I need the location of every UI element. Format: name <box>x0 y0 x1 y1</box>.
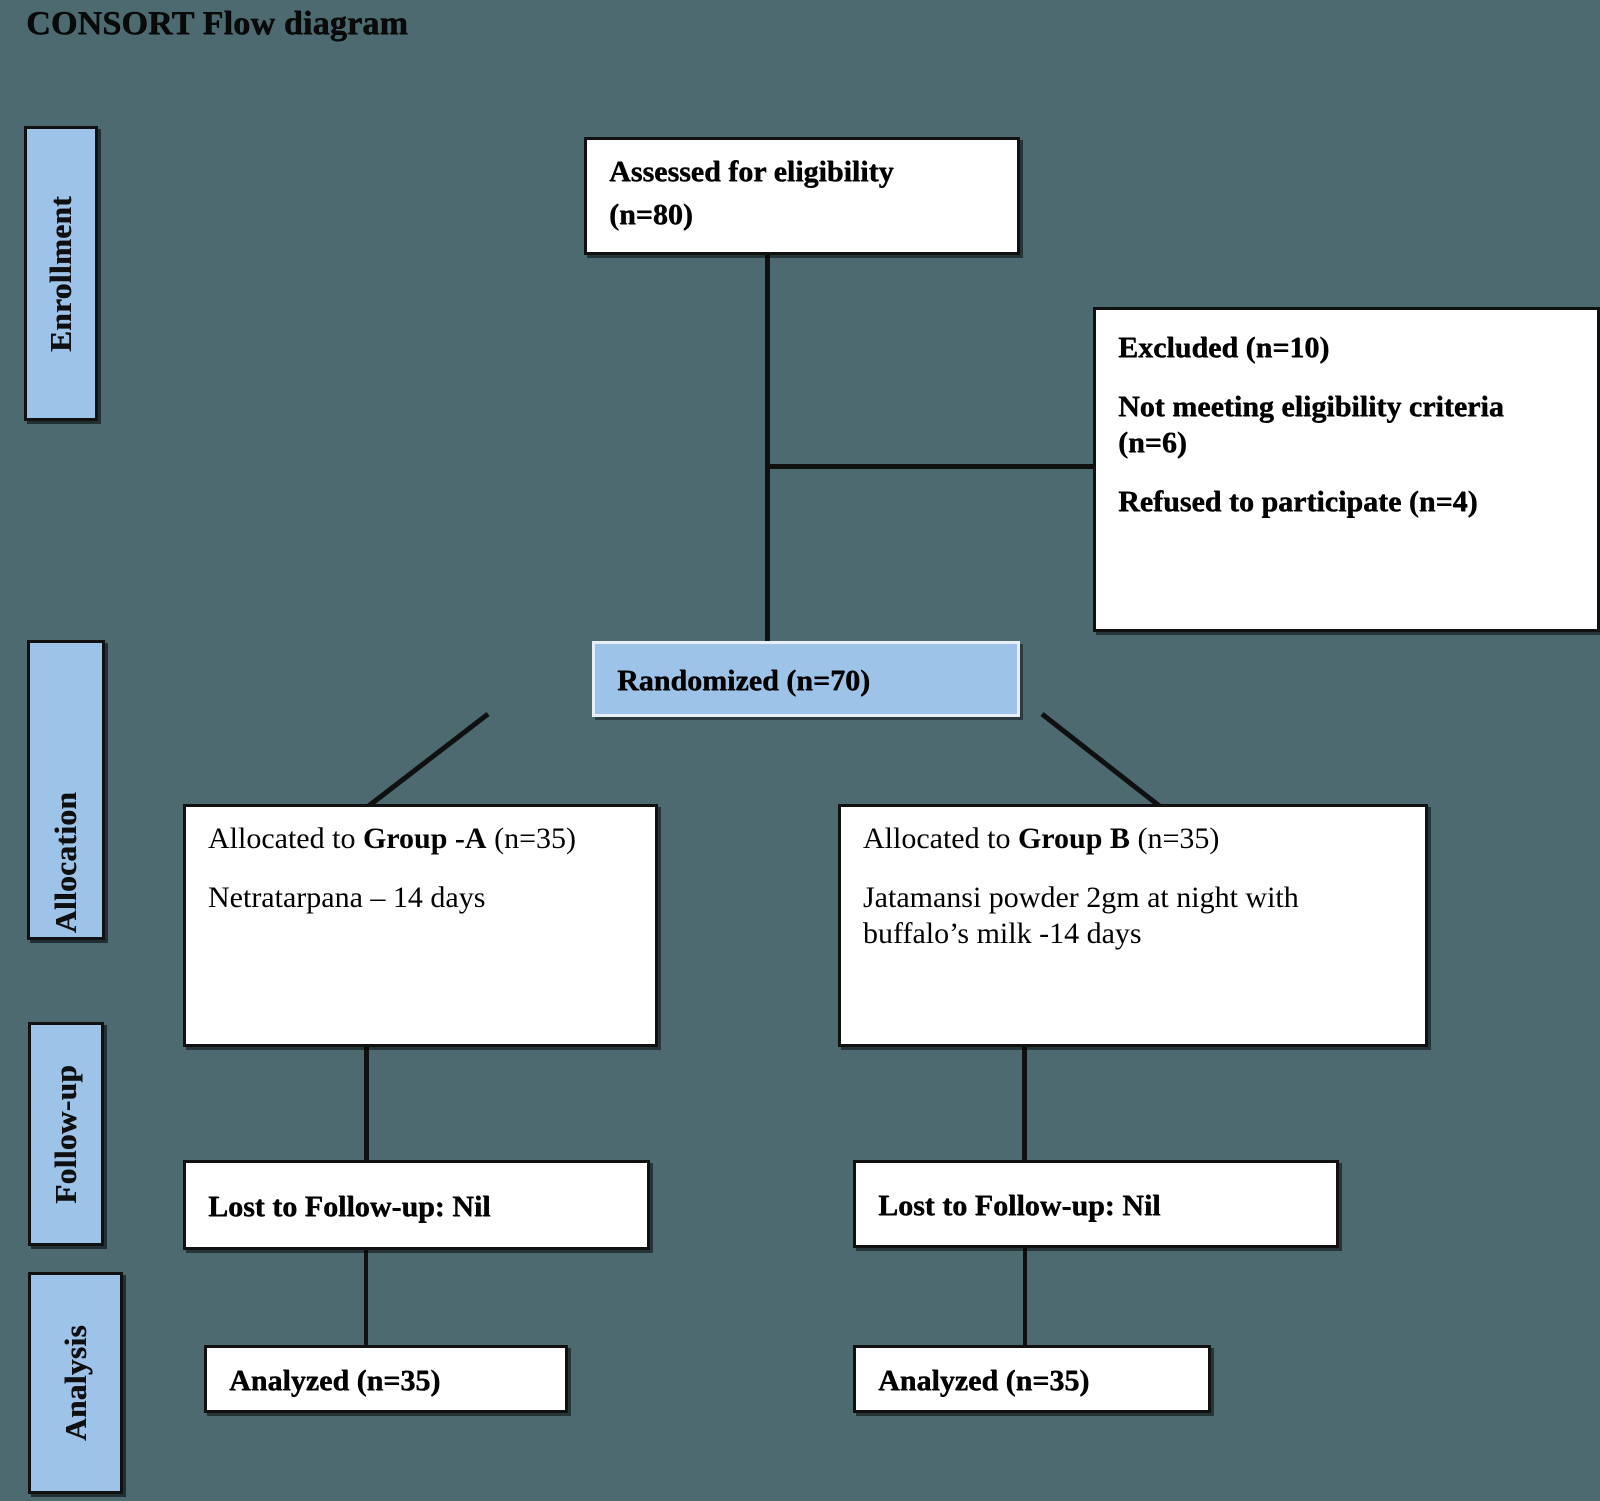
connector-lost-b-to-analyzed <box>1023 1246 1027 1348</box>
excluded-line-1: Excluded (n=10) <box>1118 331 1330 364</box>
connector-group-b-to-lost <box>1022 1045 1027 1163</box>
node-lost-to-followup-b: Lost to Follow-up: Nil <box>853 1160 1339 1248</box>
connector-group-a-to-lost <box>364 1045 369 1163</box>
node-randomized: Randomized (n=70) <box>592 641 1020 717</box>
assessed-line-1: Assessed for eligibility <box>609 155 894 188</box>
stage-label-followup-text: Follow-up <box>48 1064 83 1204</box>
node-analyzed-b: Analyzed (n=35) <box>853 1345 1211 1413</box>
stage-label-analysis: Analysis <box>28 1272 123 1494</box>
analyzed-a-label: Analyzed (n=35) <box>229 1363 441 1397</box>
node-lost-to-followup-a: Lost to Follow-up: Nil <box>183 1160 650 1250</box>
allocation-b-suffix: (n=35) <box>1129 822 1220 855</box>
node-allocation-group-b: Allocated to Group B (n=35) Jatamansi po… <box>838 804 1428 1047</box>
allocation-b-prefix: Allocated to <box>863 822 1018 855</box>
allocation-a-suffix: (n=35) <box>486 822 576 855</box>
allocation-b-detail: Jatamansi powder 2gm at night with buffa… <box>863 880 1299 951</box>
allocation-b-group: Group B <box>1017 822 1130 855</box>
node-allocation-group-a: Allocated to Group -A (n=35) Netratarpan… <box>183 804 658 1047</box>
analyzed-b-label: Analyzed (n=35) <box>878 1363 1090 1397</box>
node-excluded: Excluded (n=10) Not meeting eligibility … <box>1093 307 1600 632</box>
connector-randomized-to-group-b <box>1040 712 1164 810</box>
connector-assessed-to-randomized <box>765 253 770 643</box>
connector-lost-a-to-analyzed <box>364 1248 368 1348</box>
excluded-line-3: Refused to participate (n=4) <box>1118 484 1478 518</box>
connector-to-excluded <box>768 464 1096 469</box>
randomized-label: Randomized (n=70) <box>617 663 870 697</box>
assessed-line-2: (n=80) <box>609 197 693 231</box>
stage-label-analysis-text: Analysis <box>57 1325 93 1441</box>
stage-label-allocation: Allocation <box>27 640 105 940</box>
diagonal-line-right <box>1040 712 1164 810</box>
allocation-a-prefix: Allocated to <box>208 822 363 855</box>
stage-label-followup: Follow-up <box>28 1022 104 1246</box>
page-title: CONSORT Flow diagram <box>26 5 408 42</box>
diagonal-line-left <box>364 712 490 810</box>
stage-label-enrollment-text: Enrollment <box>43 195 78 352</box>
lost-b-label: Lost to Follow-up: Nil <box>878 1188 1161 1222</box>
allocation-a-heading: Allocated to Group -A (n=35) <box>208 821 635 858</box>
allocation-a-group: Group -A <box>362 822 487 855</box>
node-analyzed-a: Analyzed (n=35) <box>204 1345 568 1413</box>
connector-randomized-to-group-a <box>364 712 490 810</box>
stage-label-allocation-text: Allocation <box>48 791 83 933</box>
stage-label-enrollment: Enrollment <box>24 126 98 421</box>
lost-a-label: Lost to Follow-up: Nil <box>208 1189 491 1223</box>
node-assessed-for-eligibility: Assessed for eligibility (n=80) <box>584 137 1020 255</box>
allocation-a-detail: Netratarpana – 14 days <box>208 880 486 914</box>
allocation-b-heading: Allocated to Group B (n=35) <box>863 821 1405 858</box>
excluded-line-2: Not meeting eligibility criteria (n=6) <box>1118 389 1504 460</box>
